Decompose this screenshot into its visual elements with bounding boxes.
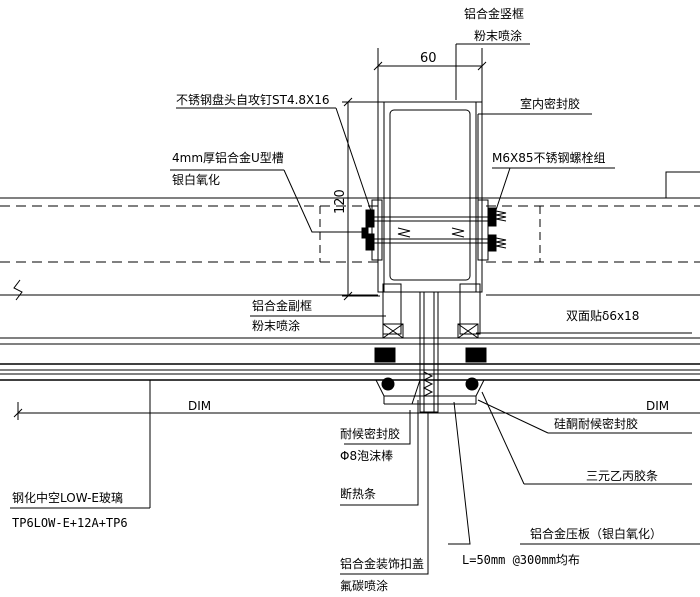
wall-section-lines [0, 171, 700, 301]
label-sub-frame: 铝合金副框 [252, 298, 312, 313]
label-u-channel: 4mm厚铝合金U型槽 [172, 150, 284, 165]
label-silicone-sealant: 硅酮耐候密封胶 [554, 416, 638, 431]
label-indoor-sealant: 室内密封胶 [520, 96, 580, 111]
label-frame-finish: 粉末喷涂 [474, 28, 522, 43]
label-sub-frame-finish: 粉末喷涂 [252, 318, 300, 333]
label-cover-cap: 铝合金装饰扣盖 [340, 556, 424, 571]
label-frame-material: 铝合金竖框 [464, 6, 524, 21]
label-thermal-break: 断热条 [340, 486, 376, 501]
label-screw: 不锈钢盘头自攻钉ST4.8X16 [176, 92, 330, 107]
annotations: 铝合金竖框 粉末喷涂 60 120 不锈钢盘头自攻钉ST4.8X16 4mm厚铝… [12, 6, 669, 593]
label-foam-rod: Φ8泡沫棒 [340, 449, 393, 463]
dimension-120 [342, 97, 380, 301]
label-glass-title: 钢化中空LOW-E玻璃 [12, 490, 123, 505]
dimension-width: 60 [420, 51, 437, 66]
pressure-assembly [374, 283, 487, 413]
label-tape: 双面贴δ6x18 [566, 309, 639, 323]
label-cover-finish: 氟碳喷涂 [340, 578, 388, 593]
label-epdm: 三元乙丙胶条 [586, 468, 658, 483]
dimension-60 [373, 48, 487, 102]
aluminum-mullion [371, 101, 489, 293]
leader-lines [10, 43, 700, 575]
label-bolt: M6X85不锈钢螺栓组 [492, 150, 605, 165]
label-pressure-spec: L=50mm @300mm均布 [462, 553, 580, 567]
glass-panel [0, 337, 700, 381]
label-weather-sealant: 耐候密封胶 [340, 426, 400, 441]
label-dim-right: DIM [646, 399, 669, 413]
label-u-channel-finish: 银白氧化 [172, 172, 220, 187]
bolt-assembly [361, 207, 507, 252]
dimension-height: 120 [333, 189, 348, 214]
label-pressure-plate: 铝合金压板（银白氧化） [530, 526, 662, 541]
label-dim-left: DIM [188, 399, 211, 413]
dim-line [13, 402, 700, 420]
label-glass-spec: TP6LOW-E+12A+TP6 [12, 516, 128, 530]
